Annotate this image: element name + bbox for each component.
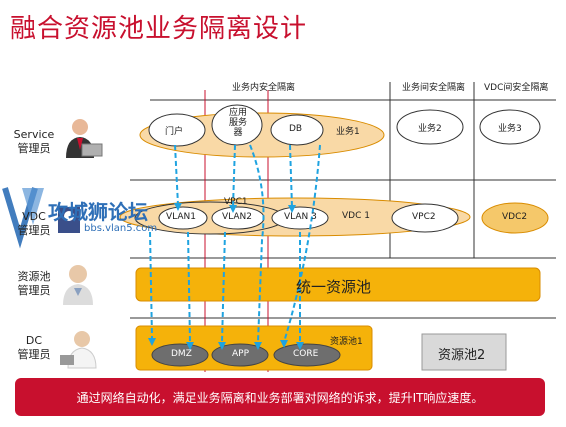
label-biz1: 业务1 bbox=[336, 127, 360, 137]
header-vdc: VDC间安全隔离 bbox=[484, 83, 549, 93]
label-portal: 门户 bbox=[165, 127, 184, 137]
label-biz2: 业务2 bbox=[418, 124, 442, 134]
vlan1-oval bbox=[158, 206, 208, 230]
label-biz3: 业务3 bbox=[498, 124, 522, 134]
role-vdc-line2: 管理员 bbox=[17, 224, 51, 237]
role-dc: DC 管理员 bbox=[4, 334, 64, 362]
arrow-8 bbox=[283, 144, 321, 343]
arrowhead-7 bbox=[288, 205, 296, 213]
label-app-server-l2: 服务 bbox=[228, 118, 247, 128]
arrowhead-6 bbox=[254, 342, 262, 350]
role-service-line2: 管理员 bbox=[17, 142, 51, 155]
label-vlan3: VLAN 3 bbox=[284, 212, 317, 222]
arrow-4 bbox=[232, 144, 236, 208]
role-pool: 资源池 管理员 bbox=[4, 270, 64, 298]
label-pool2: 资源池2 bbox=[438, 348, 486, 363]
app-oval bbox=[211, 343, 269, 367]
watermark-logo-text: 攻城狮论坛 bbox=[48, 200, 148, 224]
vlan3-oval bbox=[271, 206, 329, 230]
watermark-url: bbs.vlan5.com bbox=[84, 223, 158, 234]
role-service-line1: Service bbox=[13, 128, 55, 141]
summary-banner: 通过网络自动化，满足业务隔离和业务部署对网络的诉求，提升IT响应速度。 bbox=[15, 378, 545, 416]
arrow-1 bbox=[149, 231, 153, 339]
role-pool-line1: 资源池 bbox=[17, 270, 51, 283]
role-service: Service 管理员 bbox=[4, 128, 64, 156]
page-title: 融合资源池业务隔离设计 bbox=[10, 14, 308, 44]
app-server-oval bbox=[211, 104, 263, 146]
label-vdc2: VDC2 bbox=[502, 212, 528, 222]
watermark-logo bbox=[2, 187, 44, 249]
pool2-rect bbox=[421, 333, 507, 371]
label-vpc2: VPC2 bbox=[412, 212, 436, 222]
arrow-6 bbox=[249, 144, 265, 343]
role-dc-line2: 管理员 bbox=[17, 348, 51, 361]
dmz-oval bbox=[151, 343, 209, 367]
label-db: DB bbox=[289, 124, 303, 134]
service-admin-icon bbox=[66, 119, 103, 158]
arrow-5 bbox=[221, 231, 226, 343]
arrowhead-4 bbox=[229, 205, 237, 213]
role-vdc: VDC 管理员 bbox=[4, 210, 64, 238]
unified-pool-rect bbox=[135, 267, 541, 302]
dc-admin-icon bbox=[60, 331, 97, 369]
pool-admin-icon bbox=[63, 265, 93, 305]
label-app-server: 应用 服务 器 bbox=[228, 108, 248, 138]
label-app-server-l1: 应用 bbox=[228, 108, 247, 118]
header-inter: 业务间安全隔离 bbox=[402, 83, 466, 93]
label-vpc1: VPC1 bbox=[224, 197, 248, 207]
vdc-admin-icon bbox=[58, 207, 80, 233]
arrowhead-5 bbox=[218, 342, 226, 350]
label-pool1: 资源池1 bbox=[330, 337, 363, 347]
vpc2-oval bbox=[391, 203, 459, 233]
label-vlan2: VLAN2 bbox=[222, 212, 252, 222]
label-vdc1: VDC 1 bbox=[342, 211, 370, 221]
db-oval bbox=[270, 114, 324, 146]
header-intra: 业务内安全隔离 bbox=[232, 83, 296, 93]
role-pool-line2: 管理员 bbox=[17, 284, 51, 297]
vdc2-oval bbox=[481, 202, 549, 234]
label-unified-pool: 统一资源池 bbox=[296, 278, 372, 296]
arrow-3 bbox=[187, 231, 191, 343]
role-dc-line1: DC bbox=[25, 334, 43, 347]
biz3-oval bbox=[479, 109, 541, 145]
biz2-oval bbox=[396, 109, 464, 145]
arrow-7 bbox=[289, 144, 293, 208]
isolation-arrows bbox=[149, 144, 321, 343]
arrowhead-3 bbox=[186, 342, 194, 350]
arrowhead-9 bbox=[296, 342, 304, 350]
arrowhead-2 bbox=[174, 203, 182, 211]
label-dmz: DMZ bbox=[171, 349, 192, 359]
arrow-heads bbox=[148, 203, 304, 350]
core-oval bbox=[273, 343, 341, 367]
role-vdc-line1: VDC bbox=[22, 210, 46, 223]
label-core: CORE bbox=[293, 349, 319, 359]
label-vlan1: VLAN1 bbox=[166, 212, 196, 222]
label-app: APP bbox=[232, 349, 250, 359]
arrowhead-1 bbox=[148, 338, 156, 346]
arrowhead-8 bbox=[280, 340, 288, 348]
label-app-server-l3: 器 bbox=[233, 128, 243, 138]
arrow-2 bbox=[174, 144, 179, 206]
portal-oval bbox=[148, 113, 206, 147]
